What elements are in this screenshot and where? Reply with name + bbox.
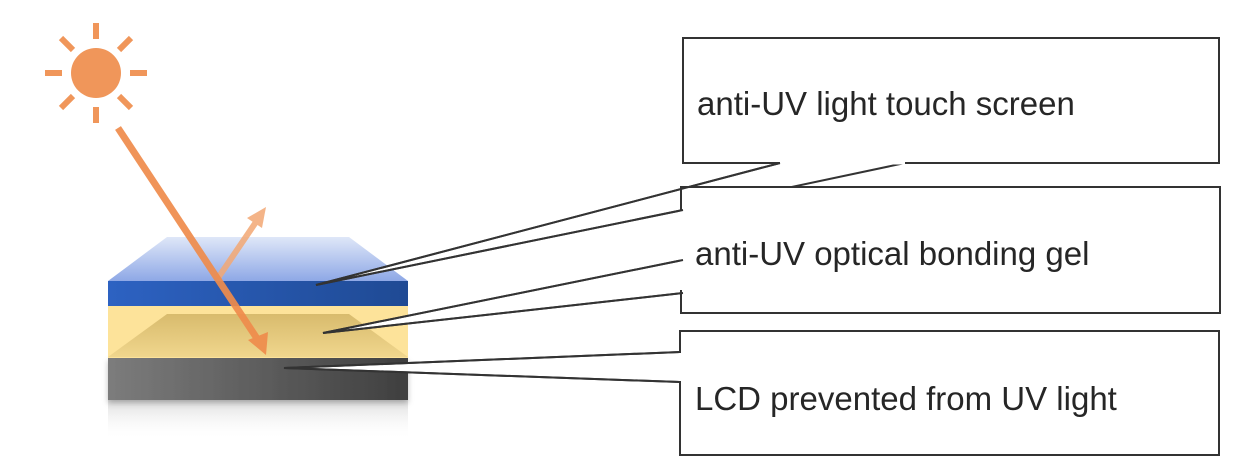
- callout-lcd: LCD prevented from UV light: [678, 330, 1220, 456]
- stack-reflection: [108, 400, 408, 440]
- touch-screen-top-face: [108, 237, 408, 281]
- callout-bonding-gel: anti-UV optical bonding gel: [679, 186, 1221, 314]
- incident-ray-arrow: [115, 126, 268, 355]
- callout-label-touch-screen: anti-UV light touch screen: [697, 85, 1075, 122]
- reflected-ray-arrow: [215, 207, 266, 280]
- touch-screen-layer: [108, 281, 408, 306]
- callout-label-bonding-gel: anti-UV optical bonding gel: [695, 235, 1089, 272]
- callout-touch-screen: anti-UV light touch screen: [682, 37, 1220, 165]
- leader-lines: [283, 162, 781, 383]
- layer-stack: [108, 237, 408, 400]
- callout-label-lcd: LCD prevented from UV light: [695, 380, 1117, 417]
- sun-icon: [45, 23, 147, 123]
